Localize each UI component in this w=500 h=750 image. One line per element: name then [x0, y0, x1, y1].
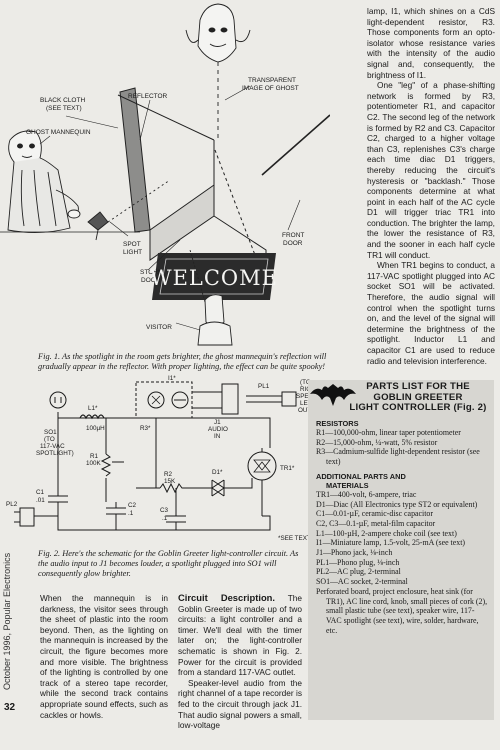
- label-storm-2: DOOR: [141, 277, 161, 284]
- label-storm-1: STORM: [140, 269, 163, 276]
- parts-list-item: C1—0.01-µF, ceramic-disc capacitor: [316, 509, 433, 519]
- schematic-label-j1: J1: [214, 419, 221, 426]
- spotlight-illustration: [87, 179, 171, 241]
- schematic-label-r1-value: 100K: [86, 460, 102, 467]
- schematic-label-spotlight: SPOTLIGHT): [36, 450, 74, 457]
- parts-list-item: PL1—Phono plug, ⅛-inch: [316, 557, 400, 567]
- parts-list-title-2: GOBLIN GREETER: [373, 391, 463, 403]
- parts-list-item: D1—Diac (All Electronics type ST2 or equ…: [316, 499, 478, 509]
- parts-list-title-1: PARTS LIST FOR THE: [366, 381, 470, 392]
- paragraph: lamp, I1, which shines on a CdS light-de…: [367, 6, 495, 80]
- schematic-label-r1: R1: [90, 453, 99, 460]
- schematic-label-r3: R3*: [140, 425, 151, 432]
- parts-list-item: TR1—400-volt, 6-ampere, triac: [316, 489, 417, 499]
- schematic-label-to: (TO: [44, 436, 55, 443]
- label-transparent-2: IMAGE OF GHOST: [242, 85, 299, 92]
- schematic-label-117vac: 117-VAC: [40, 443, 65, 450]
- parts-list-section-resistors: RESISTORS: [316, 419, 359, 428]
- label-transparent-1: TRANSPARENT: [248, 77, 296, 84]
- parts-list-item: Perforated board, project enclosure, hea…: [316, 586, 488, 635]
- schematic-label-tr1: TR1*: [280, 465, 295, 472]
- paragraph: When TR1 begins to conduct, a 117-VAC sp…: [367, 260, 495, 366]
- schematic-label-l1: L1*: [88, 405, 98, 412]
- parts-list-item: C2, C3—0.1-µF, metal-film capacitor: [316, 518, 436, 528]
- section-heading-circuit-description: Circuit Description.: [178, 592, 276, 603]
- schematic-label-c1: C1: [36, 489, 45, 496]
- schematic-label-c3-value: .1: [162, 515, 168, 522]
- schematic-label-c2: C2: [128, 502, 137, 509]
- top-right-text-column: lamp, I1, which shines on a CdS light-de…: [367, 6, 495, 366]
- bat-icon: [310, 384, 356, 406]
- ghost-mannequin-illustration: [7, 130, 81, 233]
- parts-list-box: PARTS LIST FOR THE GOBLIN GREETER LIGHT …: [308, 380, 494, 720]
- paragraph: When the mannequin is in darkness, the v…: [40, 593, 168, 720]
- label-front-2: DOOR: [283, 240, 303, 247]
- label-reflector: REFLECTOR: [128, 93, 168, 100]
- schematic-label-see-text: *SEE TEXT: [278, 535, 311, 542]
- bottom-middle-text-column: Circuit Description. The Goblin Greeter …: [178, 592, 302, 731]
- parts-list-item: SO1—AC socket, 2-terminal: [316, 577, 408, 587]
- schematic-label-r2-value: 15K: [164, 478, 176, 485]
- label-spot-1: SPOT: [123, 241, 141, 248]
- label-spot-2: LIGHT: [123, 249, 142, 256]
- schematic-label-pl1: PL1: [258, 383, 270, 390]
- side-label: October 1996, Popular Electronics: [2, 552, 12, 690]
- schematic-label-audio: AUDIO: [208, 426, 228, 433]
- parts-list-item: PL2—AC plug, 2-terminal: [316, 567, 401, 577]
- parts-list-item: R2—15,000-ohm, ¼-watt, 5% resistor: [316, 437, 438, 447]
- parts-list-item: R3—Cadmium-sulfide light-dependent resis…: [316, 447, 480, 467]
- welcome-mat-text: WELCOME: [150, 266, 278, 290]
- schematic-label-i1: I1*: [168, 375, 176, 382]
- schematic-label-so1: SO1: [44, 429, 57, 436]
- label-see-text: (SEE TEXT): [46, 105, 82, 112]
- page-number: 32: [4, 702, 16, 713]
- figure-2-caption: Fig. 2. Here's the schematic for the Gob…: [38, 549, 299, 578]
- parts-list-section-additional-2: MATERIALS: [326, 480, 369, 490]
- parts-list-section-additional-1: ADDITIONAL PARTS AND: [316, 471, 406, 481]
- visitor-illustration: [189, 249, 233, 346]
- parts-list-item: R1—100,000-ohm, linear taper potentiomet…: [316, 428, 461, 437]
- schematic-label-c3: C3: [160, 507, 169, 514]
- schematic-label-out-1: (TO: [300, 379, 311, 386]
- paragraph-text: The Goblin Greeter is made up of two cir…: [178, 593, 302, 678]
- welcome-mat-illustration: [152, 253, 276, 300]
- schematic-label-pl2: PL2: [6, 501, 18, 508]
- figure-2-schematic: SO1 (TO 117-VAC SPOTLIGHT) L1* 100µH I1*…: [6, 375, 328, 542]
- ghost-image-illustration: [185, 3, 251, 140]
- label-front-1: FRONT: [282, 232, 304, 239]
- bottom-left-text-column: When the mannequin is in darkness, the v…: [40, 593, 168, 720]
- paragraph: Circuit Description. The Goblin Greeter …: [178, 592, 302, 678]
- schematic-label-r2: R2: [164, 471, 173, 478]
- parts-list-item: L1—100-µH, 2-ampere choke coil (see text…: [316, 528, 457, 538]
- label-ghost-mannequin: GHOST MANNEQUIN: [26, 129, 91, 136]
- schematic-label-c1-value: .01: [36, 497, 45, 504]
- figure-1-illustration: BLACK CLOTH (SEE TEXT) REFLECTOR TRANSPA…: [0, 3, 330, 346]
- label-black-cloth: BLACK CLOTH: [40, 97, 85, 104]
- label-visitor: VISITOR: [146, 324, 172, 331]
- paragraph: One "leg" of a phase-shifting network is…: [367, 80, 495, 260]
- schematic-label-in: IN: [214, 433, 221, 440]
- figure-1-caption: Fig. 1. As the spotlight in the room get…: [38, 352, 327, 371]
- paragraph: Speaker-level audio from the right chann…: [178, 677, 302, 731]
- schematic-label-c2-value: .1: [128, 510, 134, 517]
- schematic-label-l1-value: 100µH: [86, 425, 105, 432]
- parts-list-item: J1—Phono jack, ⅛-inch: [316, 548, 393, 558]
- parts-list-title-3: LIGHT CONTROLLER (Fig. 2): [349, 402, 487, 413]
- door-illustration: [149, 114, 330, 272]
- parts-list-item: I1—Miniature lamp, 1.5-volt, 25-mA (see …: [316, 538, 466, 548]
- schematic-label-d1: D1*: [212, 469, 223, 476]
